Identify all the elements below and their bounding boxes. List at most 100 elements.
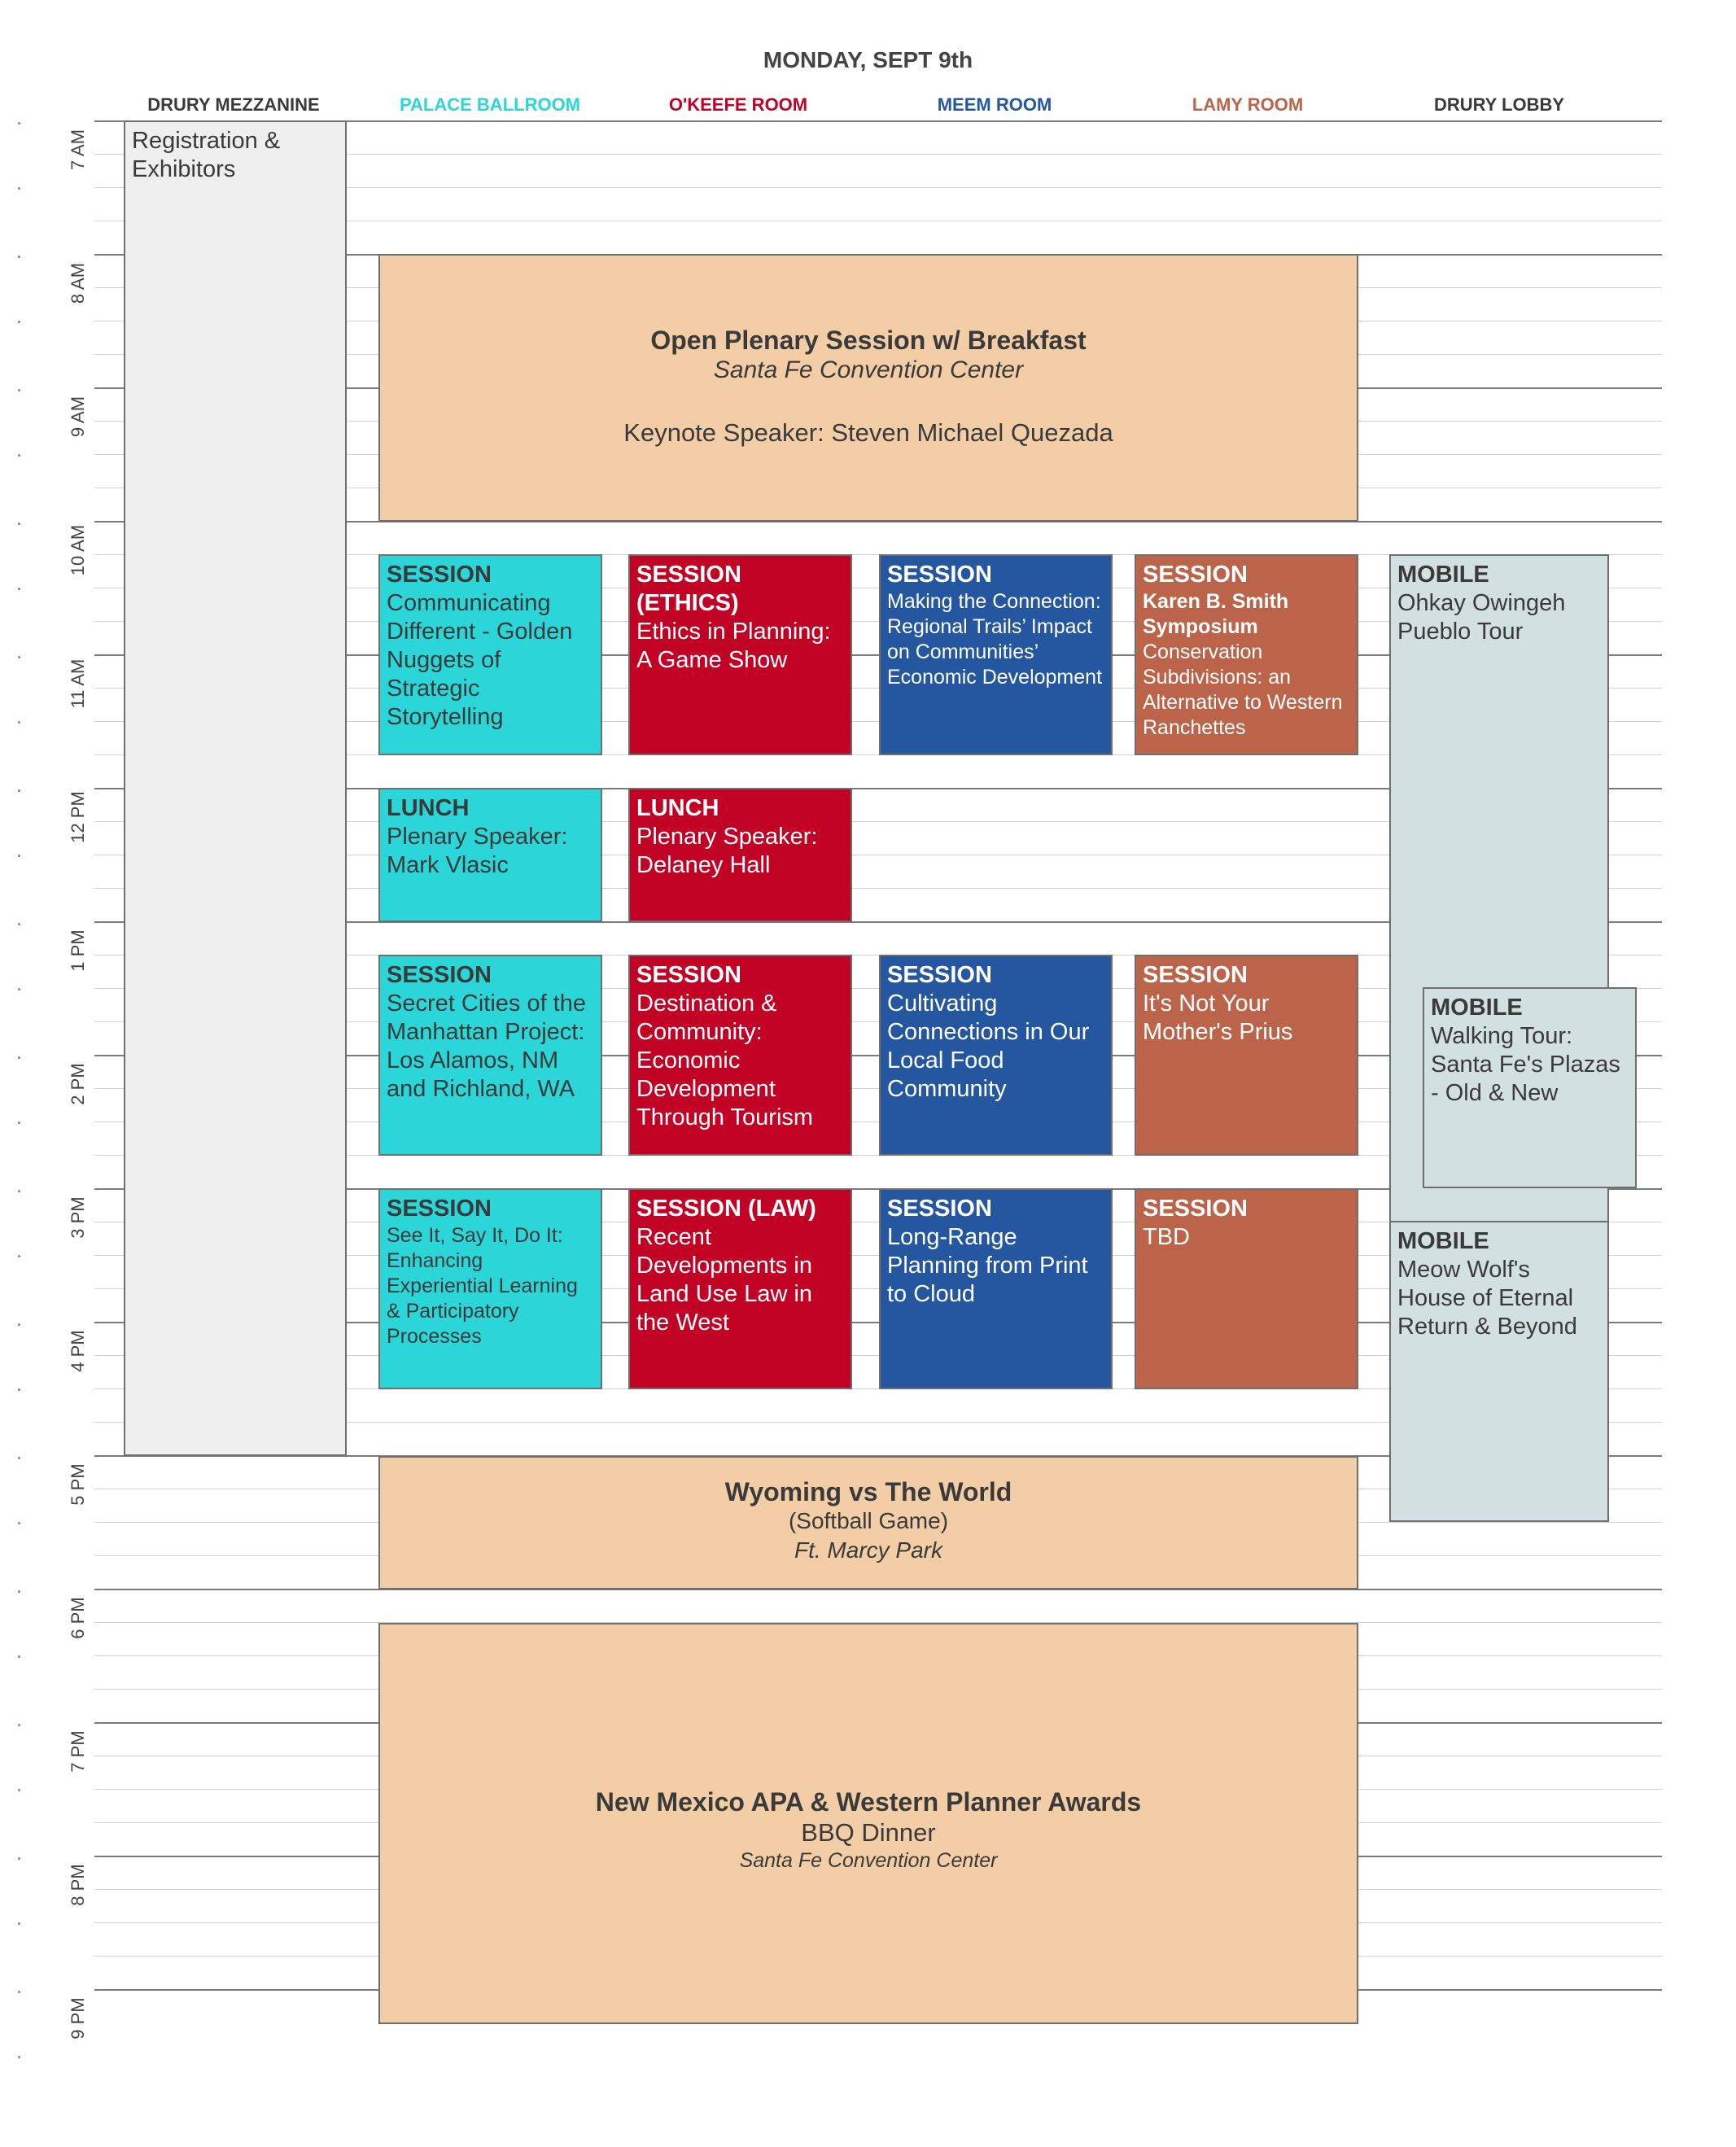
session-body: Recent Developments in Land Use Law in t… <box>636 1224 813 1336</box>
registration-line-1: Registration & <box>132 128 281 154</box>
hour-label: 5 PM <box>68 1463 88 1506</box>
hour-gridline <box>94 654 1662 656</box>
margin-dot <box>18 1255 20 1257</box>
quarter-gridline <box>94 187 1662 188</box>
margin-dot <box>18 1857 20 1860</box>
mobile-head: MOBILE <box>1397 1228 1489 1254</box>
quarter-gridline <box>94 1288 1662 1289</box>
margin-dot <box>18 1991 20 1993</box>
hour-label: 11 AM <box>68 658 88 709</box>
margin-dot <box>18 789 20 792</box>
session-body: Long-Range Planning from Print to Cloud <box>887 1224 1088 1307</box>
session-subhead: Karen B. Smith Symposium <box>1143 590 1289 638</box>
lunch-delaney-hall: LUNCH Plenary Speaker: Delaney Hall <box>628 788 852 922</box>
margin-dot <box>18 988 20 990</box>
session-head: SESSION (ETHICS) <box>636 562 741 616</box>
margin-dot <box>18 721 20 724</box>
quarter-gridline <box>94 1021 1662 1022</box>
hour-gridline <box>94 521 1662 523</box>
room-header-palace-ballroom: PALACE BALLROOM <box>399 94 581 115</box>
quarter-gridline <box>94 554 1662 555</box>
hour-gridline <box>94 1322 1662 1323</box>
session-head: SESSION <box>887 1196 992 1222</box>
margin-dot <box>18 1122 20 1124</box>
margin-dot <box>18 2056 20 2058</box>
margin-dot <box>18 923 20 925</box>
softball-game-block: Wyoming vs The World (Softball Game) Ft.… <box>378 1456 1358 1589</box>
room-header-drury-mezzanine: DRURY MEZZANINE <box>147 94 320 115</box>
session-destination-community: SESSION Destination & Community: Economi… <box>628 955 852 1156</box>
margin-dot <box>18 389 20 391</box>
margin-dot <box>18 855 20 857</box>
session-head: SESSION <box>387 962 492 988</box>
session-body: Communicating Different - Golden Nuggets… <box>387 590 573 730</box>
quarter-gridline <box>94 1088 1662 1089</box>
session-head: SESSION <box>636 962 741 988</box>
session-secret-cities: SESSION Secret Cities of the Manhattan P… <box>378 955 602 1156</box>
margin-dot <box>18 1522 20 1524</box>
mobile-meow-wolf: MOBILE Meow Wolf's House of Eternal Retu… <box>1389 1221 1609 1522</box>
session-head: SESSION <box>387 1196 492 1222</box>
lunch-body: Plenary Speaker: Mark Vlasic <box>387 824 568 878</box>
margin-dot <box>18 187 20 190</box>
margin-dot <box>18 1655 20 1658</box>
plenary-location: Santa Fe Convention Center <box>713 356 1024 383</box>
margin-dot <box>18 1388 20 1391</box>
hour-label: 6 PM <box>68 1597 88 1639</box>
room-header-okeefe-room: O'KEEFE ROOM <box>668 94 808 115</box>
room-header-meem-room: MEEM ROOM <box>937 94 1052 115</box>
mobile-head: MOBILE <box>1397 562 1489 588</box>
quarter-gridline <box>94 721 1662 722</box>
session-body: It's Not Your Mother's Prius <box>1143 990 1293 1045</box>
hour-label: 1 PM <box>68 929 88 972</box>
quarter-gridline <box>94 1388 1662 1389</box>
session-head: SESSION <box>387 562 492 588</box>
margin-dot <box>18 1724 20 1726</box>
session-head: SESSION <box>1143 562 1248 588</box>
session-tbd: SESSION TBD <box>1135 1188 1358 1389</box>
session-cultivating-connections: SESSION Cultivating Connections in Our L… <box>879 955 1113 1156</box>
mobile-head: MOBILE <box>1431 995 1523 1021</box>
quarter-gridline <box>94 988 1662 989</box>
margin-dot <box>18 321 20 323</box>
session-long-range-planning: SESSION Long-Range Planning from Print t… <box>879 1188 1113 1389</box>
mobile-body: Ohkay Owingeh Pueblo Tour <box>1397 590 1566 645</box>
hour-label: 10 AM <box>68 524 88 576</box>
room-header-lamy-room: LAMY ROOM <box>1192 94 1304 115</box>
hour-label: 3 PM <box>68 1196 88 1239</box>
hour-label: 8 AM <box>68 262 88 304</box>
hour-label: 7 PM <box>68 1730 88 1773</box>
session-body: See It, Say It, Do It: Enhancing Experie… <box>387 1224 578 1348</box>
session-head: SESSION (LAW) <box>636 1196 816 1222</box>
session-see-it-say-it-do-it: SESSION See It, Say It, Do It: Enhancing… <box>378 1188 602 1389</box>
session-body: Secret Cities of the Manhattan Project: … <box>387 990 586 1102</box>
margin-dot <box>18 1323 20 1326</box>
awards-location: Santa Fe Convention Center <box>739 1849 998 1872</box>
hour-label: 7 AM <box>68 129 88 171</box>
mobile-body: Walking Tour: Santa Fe's Plazas - Old & … <box>1431 1023 1620 1106</box>
margin-dot <box>18 1922 20 1925</box>
session-communicating-different: SESSION Communicating Different - Golden… <box>378 554 602 755</box>
hour-label: 2 PM <box>68 1063 88 1105</box>
awards-dinner-block: New Mexico APA & Western Planner Awards … <box>378 1623 1358 2024</box>
margin-dot <box>18 656 20 658</box>
quarter-gridline <box>94 1155 1662 1156</box>
session-body: TBD <box>1143 1224 1190 1250</box>
mobile-walking-tour: MOBILE Walking Tour: Santa Fe's Plazas -… <box>1423 987 1637 1188</box>
session-body: Cultivating Connections in Our Local Foo… <box>887 990 1090 1102</box>
quarter-gridline <box>94 154 1662 155</box>
quarter-gridline <box>94 1255 1662 1256</box>
session-head: SESSION <box>1143 1196 1248 1222</box>
session-body: Making the Connection: Regional Trails’ … <box>887 590 1103 689</box>
margin-dot <box>18 1789 20 1791</box>
margin-dot <box>18 1590 20 1593</box>
hour-label: 4 PM <box>68 1330 88 1372</box>
lunch-mark-vlasic: LUNCH Plenary Speaker: Mark Vlasic <box>378 788 602 922</box>
session-body: Conservation Subdivisions: an Alternativ… <box>1143 641 1343 739</box>
session-body: Ethics in Planning: A Game Show <box>636 619 831 673</box>
hour-gridline <box>94 1188 1662 1190</box>
room-header-drury-lobby: DRURY LOBBY <box>1433 94 1565 115</box>
margin-dot <box>18 256 20 258</box>
session-head: SESSION <box>887 962 992 988</box>
session-not-your-mothers-prius: SESSION It's Not Your Mother's Prius <box>1135 955 1358 1156</box>
